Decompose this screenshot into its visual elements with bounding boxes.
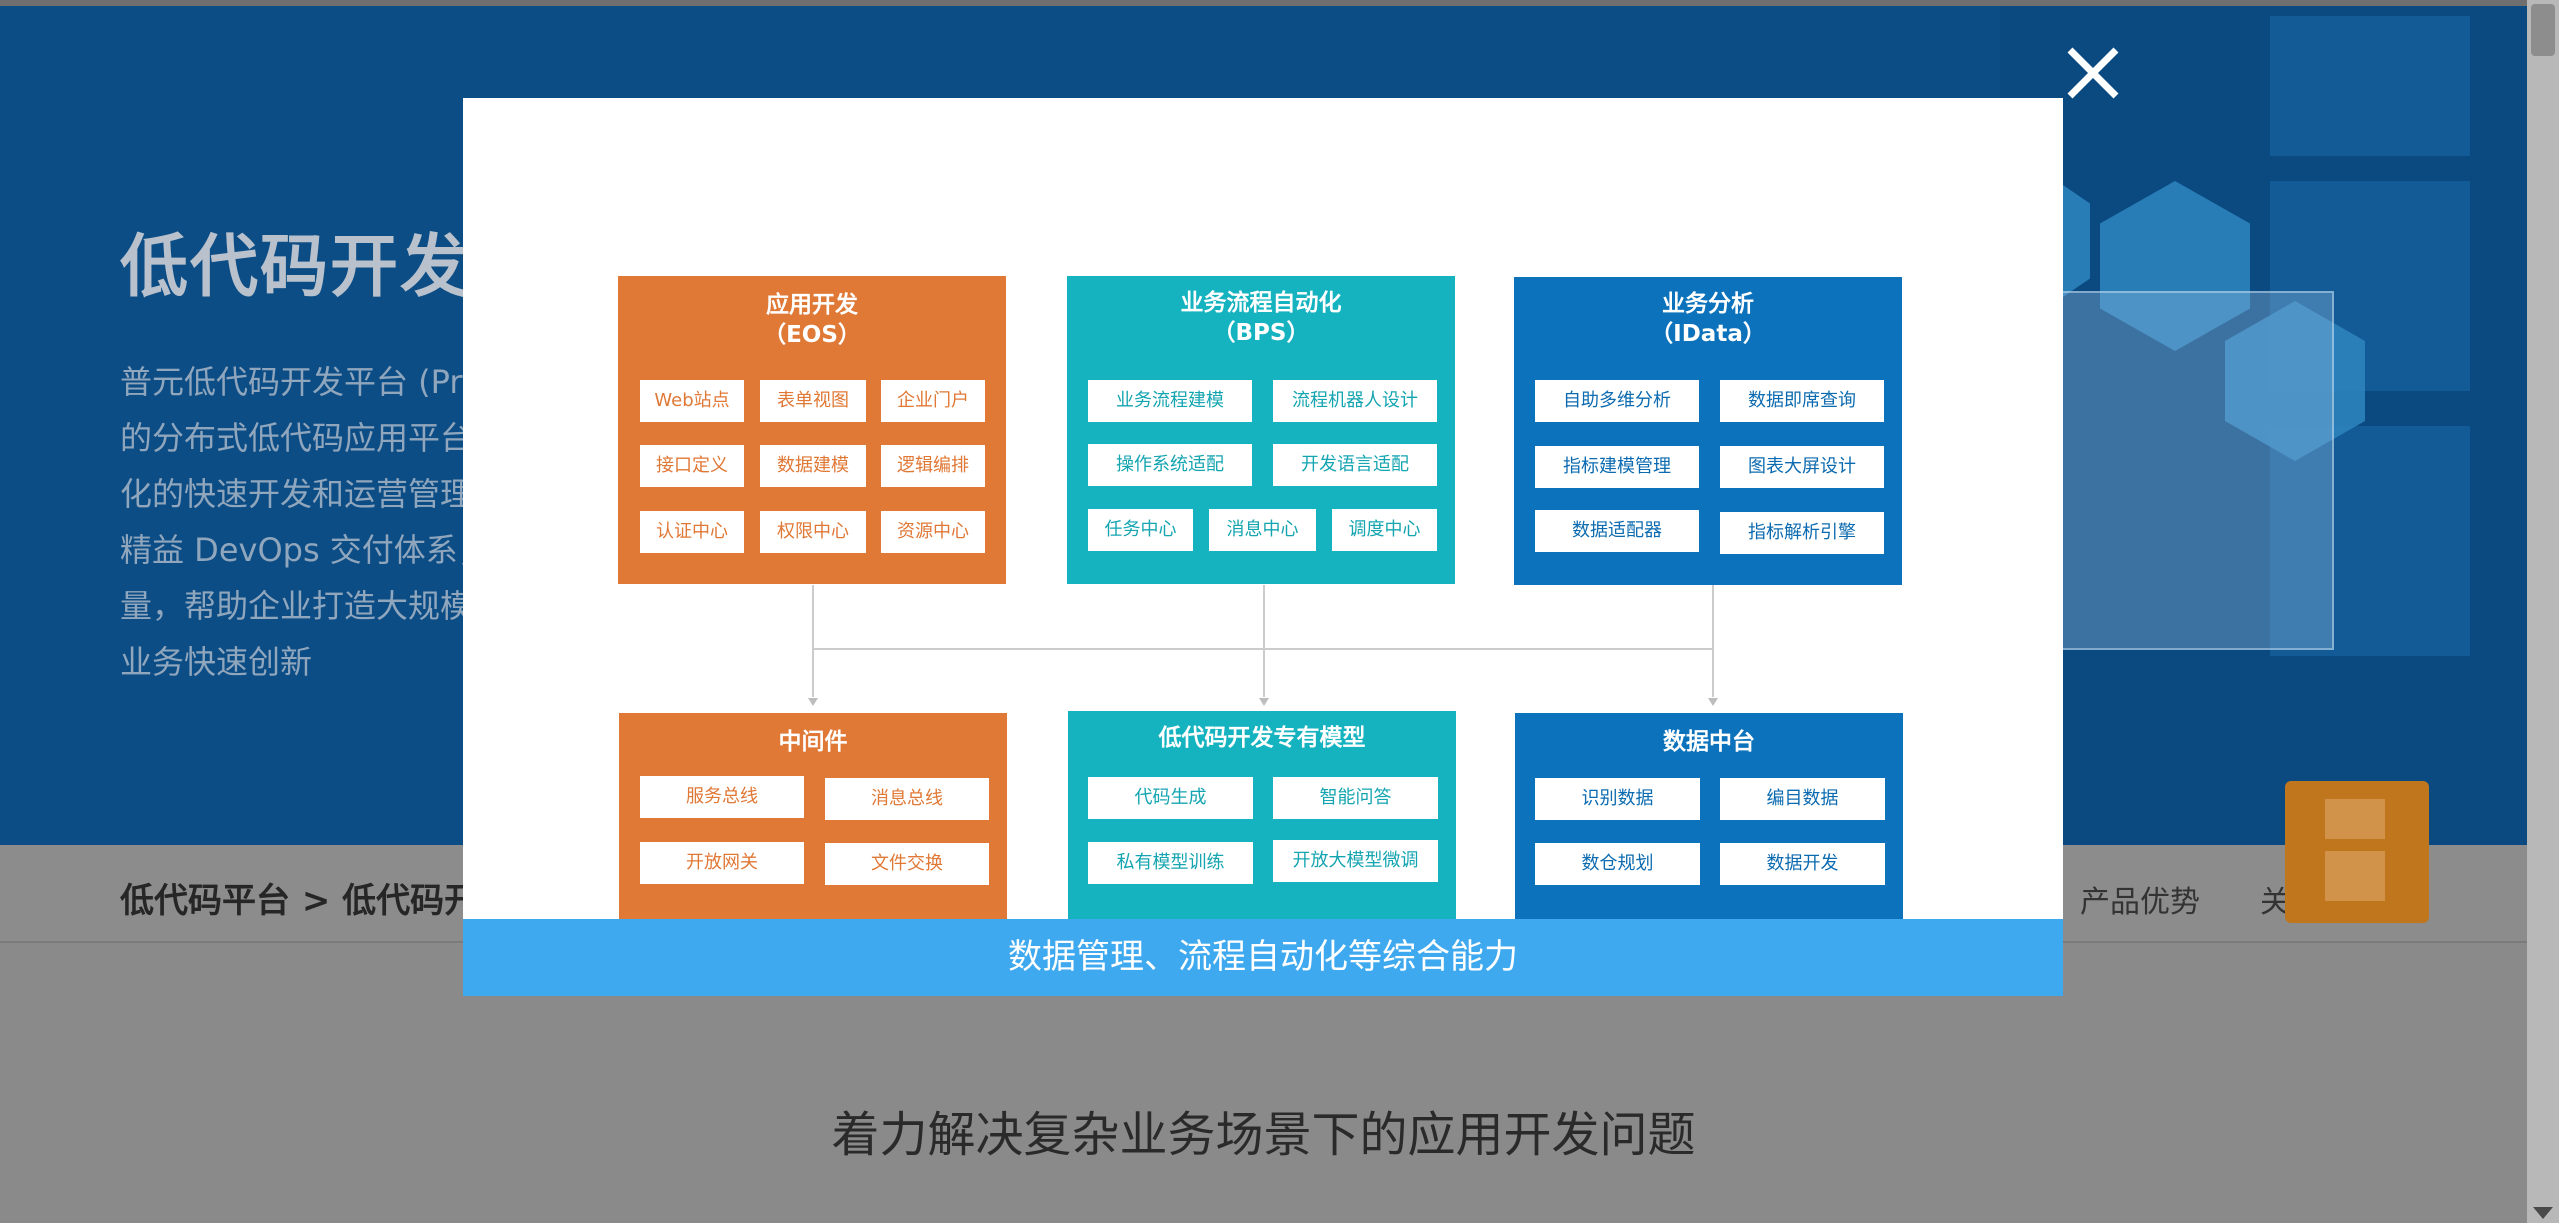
diagram-box-idata: 业务分析 （IData） 自助多维分析 数据即席查询 指标建模管理 图表大屏设计… [1514, 277, 1902, 585]
arrow-down-icon [808, 698, 818, 706]
breadcrumb[interactable]: 低代码平台 > 低代码开 [120, 881, 479, 921]
diagram-chip: 开放网关 [640, 842, 804, 884]
diagram-chip: 逻辑编排 [881, 445, 985, 487]
decoration-panel [2060, 291, 2334, 650]
diagram-chip: 表单视图 [760, 380, 866, 422]
diagram-chip: 数据开发 [1720, 843, 1885, 885]
diagram-chip: 消息总线 [825, 778, 989, 820]
diagram-chip: 自助多维分析 [1535, 380, 1699, 422]
connector-line [1263, 585, 1265, 697]
connector-line [812, 648, 1714, 650]
diagram-chip: 流程机器人设计 [1273, 380, 1437, 422]
scroll-down-icon[interactable] [2533, 1207, 2553, 1219]
diagram-chip: 代码生成 [1088, 777, 1253, 819]
connector-line [1712, 585, 1714, 697]
browser-top-bar [0, 0, 2527, 6]
diagram-chip: 开发语言适配 [1273, 444, 1437, 486]
hero-description: 普元低代码开发平台 (Pr 的分布式低代码应用平台 化的快速开发和运营管理 精益… [120, 354, 480, 690]
diagram-chip: 编目数据 [1720, 778, 1885, 820]
close-icon[interactable] [2060, 40, 2126, 106]
diagram-chip: 文件交换 [825, 843, 989, 885]
subnav-link-advantages[interactable]: 产品优势 [2080, 885, 2200, 920]
box-subtitle: （IData） [1650, 321, 1766, 347]
scrollbar-thumb[interactable] [2531, 4, 2555, 56]
diagram-box-bps: 业务流程自动化 （BPS） 业务流程建模 流程机器人设计 操作系统适配 开发语言… [1067, 276, 1455, 584]
diagram-chip: 业务流程建模 [1088, 380, 1252, 422]
box-title: 中间件 [778, 729, 848, 755]
box-subtitle: （EOS） [763, 322, 861, 348]
diagram-chip: 指标解析引擎 [1720, 512, 1884, 554]
hero-desc-line: 的分布式低代码应用平台 [120, 419, 473, 457]
floating-contact-widget[interactable] [2285, 781, 2429, 923]
hero-desc-line: 普元低代码开发平台 (Pr [120, 363, 463, 401]
diagram-chip: 任务中心 [1088, 509, 1193, 551]
widget-blur [2325, 799, 2385, 839]
diagram-chip: 调度中心 [1332, 509, 1437, 551]
diagram-chip: 接口定义 [640, 445, 744, 487]
section-heading: 着力解决复杂业务场景下的应用开发问题 [831, 1107, 1696, 1163]
box-title: 业务流程自动化 [1180, 290, 1342, 316]
diagram-chip: 数据建模 [760, 445, 866, 487]
scrollbar[interactable] [2527, 0, 2559, 1223]
decoration-square [2270, 16, 2470, 156]
box-title: 应用开发 [766, 292, 858, 318]
diagram-chip: 企业门户 [881, 380, 985, 422]
box-subtitle: （BPS） [1212, 320, 1310, 346]
hero-desc-line: 量，帮助企业打造大规模 [120, 587, 473, 625]
diagram-chip: 服务总线 [640, 776, 804, 818]
diagram-chip: 开放大模型微调 [1273, 840, 1438, 882]
diagram-box-model: 低代码开发专有模型 代码生成 智能问答 私有模型训练 开放大模型微调 [1068, 711, 1456, 925]
diagram-chip: 数仓规划 [1535, 843, 1700, 885]
modal-caption: 数据管理、流程自动化等综合能力 [463, 919, 2063, 996]
hero-desc-line: 业务快速创新 [120, 643, 313, 681]
decoration-square [2270, 426, 2470, 656]
diagram-chip: 智能问答 [1273, 777, 1438, 819]
diagram-box-datahub: 数据中台 识别数据 编目数据 数仓规划 数据开发 [1515, 713, 1903, 925]
diagram-chip: 消息中心 [1209, 509, 1316, 551]
diagram-chip: 指标建模管理 [1535, 446, 1699, 488]
diagram-box-middleware: 中间件 服务总线 消息总线 开放网关 文件交换 [619, 713, 1007, 925]
diagram-chip: 识别数据 [1535, 778, 1700, 820]
box-title: 业务分析 [1662, 291, 1754, 317]
box-title: 低代码开发专有模型 [1158, 725, 1366, 751]
diagram-chip: 图表大屏设计 [1720, 446, 1884, 488]
diagram-chip: 私有模型训练 [1088, 842, 1253, 884]
diagram-chip: 数据适配器 [1535, 510, 1699, 552]
diagram-chip: 数据即席查询 [1720, 380, 1884, 422]
arrow-down-icon [1708, 698, 1718, 706]
box-title: 数据中台 [1663, 729, 1755, 755]
connector-line [812, 585, 814, 697]
diagram-box-eos: 应用开发 （EOS） Web站点 表单视图 企业门户 接口定义 数据建模 逻辑编… [618, 276, 1006, 584]
diagram-chip: Web站点 [640, 380, 744, 422]
diagram-chip: 资源中心 [881, 511, 985, 553]
arrow-down-icon [1259, 698, 1269, 706]
hero-desc-line: 精益 DevOps 交付体系， [120, 531, 480, 569]
diagram-chip: 认证中心 [640, 511, 744, 553]
diagram-chip: 操作系统适配 [1088, 444, 1252, 486]
hero-desc-line: 化的快速开发和运营管理 [120, 475, 473, 513]
hero-decoration [1980, 6, 2527, 845]
image-modal: 应用开发 （EOS） Web站点 表单视图 企业门户 接口定义 数据建模 逻辑编… [463, 98, 2063, 996]
widget-blur [2325, 851, 2385, 901]
diagram-chip: 权限中心 [760, 511, 866, 553]
